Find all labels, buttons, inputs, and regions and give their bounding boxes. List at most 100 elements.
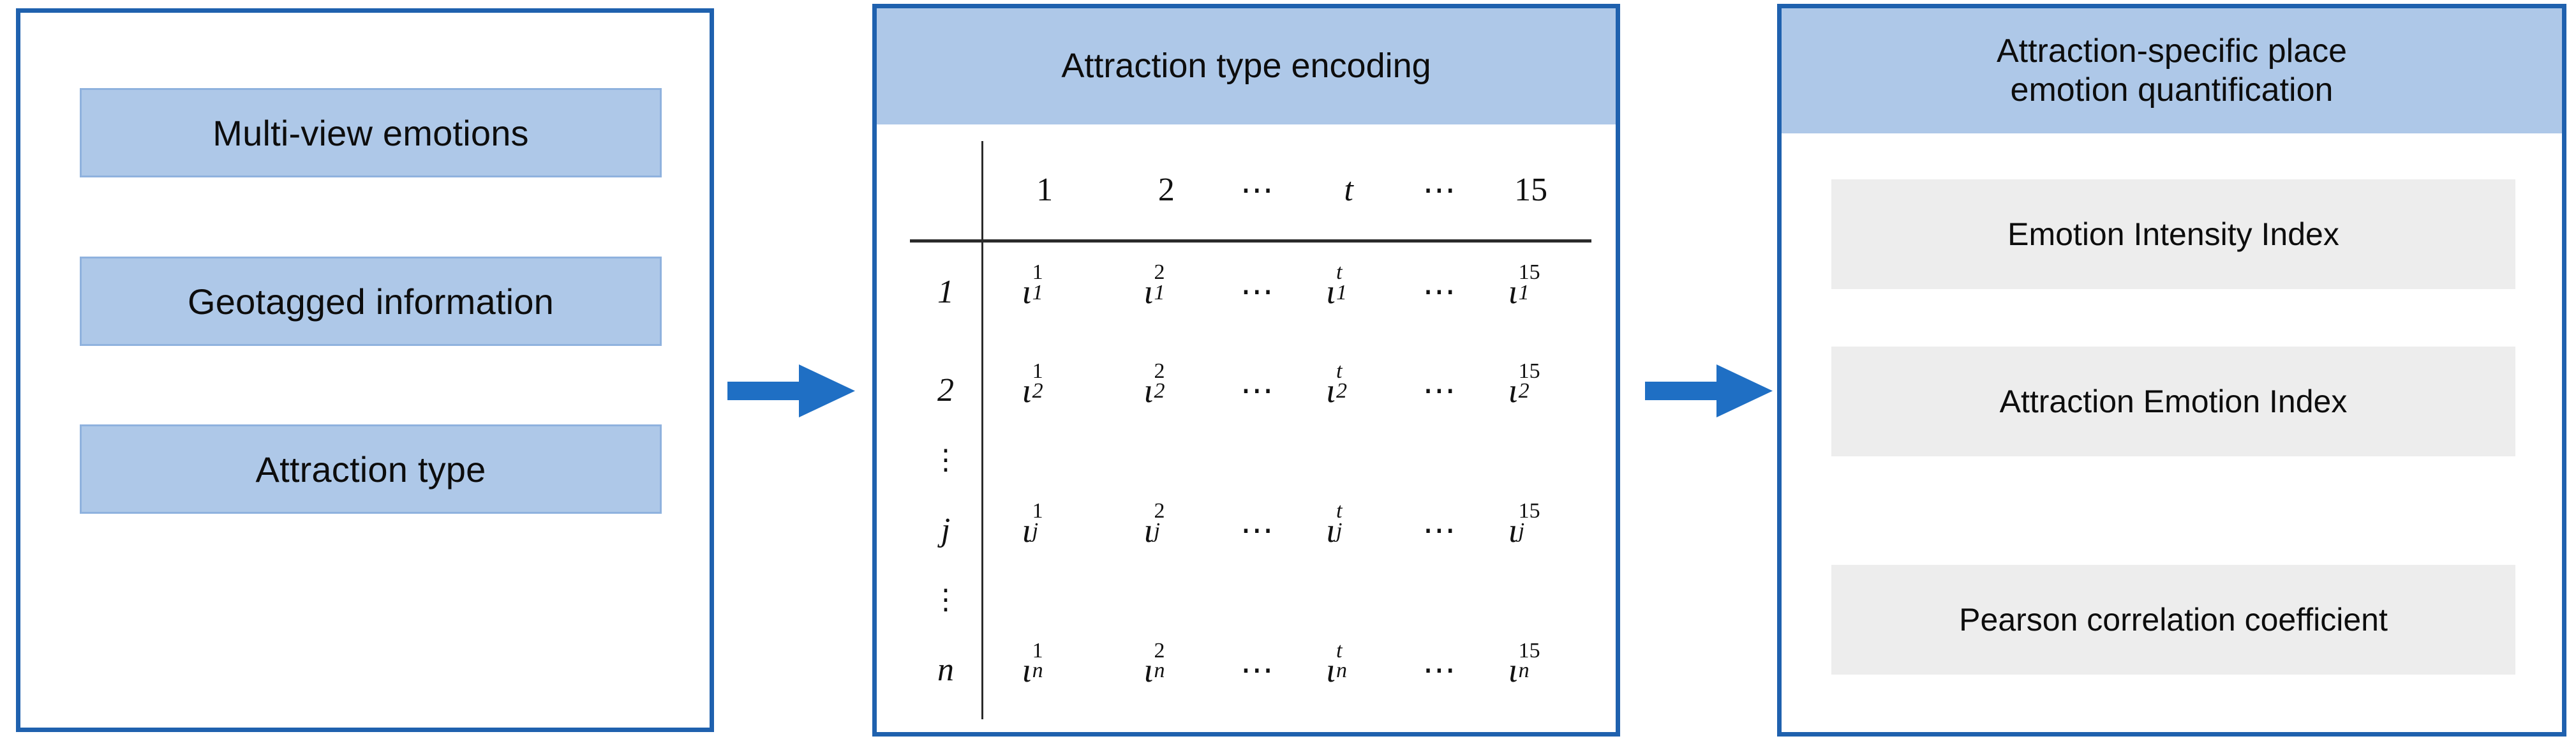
matrix-cell-subscript: 2 <box>1336 379 1348 403</box>
matrix-cell-superscript: 2 <box>1154 499 1165 523</box>
matrix-horizontal-rule <box>982 239 1591 244</box>
matrix-cell-subscript: j <box>1518 519 1525 543</box>
matrix-cell-superscript: 1 <box>1032 499 1043 523</box>
matrix-row-label-j: j <box>910 481 983 580</box>
matrix-cell-empty <box>1106 440 1227 481</box>
matrix-cell-base: ι <box>1022 650 1032 689</box>
matrix-col-header-ellipsis-2: ⋯ <box>1422 172 1457 209</box>
vertical-ellipsis-icon: ⋮ <box>932 583 960 615</box>
matrix-rule-corner <box>910 239 983 244</box>
emotion-quantification-panel: Attraction-specific place emotion quanti… <box>1777 4 2566 737</box>
matrix-cell-subscript: j <box>1032 519 1039 543</box>
matrix-corner-cell <box>910 141 983 241</box>
matrix-cell-base: ι <box>1022 511 1032 550</box>
right-panel-title-line-2: emotion quantification <box>2010 71 2334 108</box>
matrix-row-label-1: 1 <box>910 242 983 341</box>
matrix-cell-ellipsis: ⋯ <box>1422 652 1457 689</box>
input-box-geotagged-information[interactable]: Geotagged information <box>80 257 662 346</box>
input-box-attraction-type[interactable]: Attraction type <box>80 424 662 514</box>
matrix-cell-subscript: n <box>1154 659 1165 683</box>
input-box-label: Multi-view emotions <box>212 112 529 153</box>
matrix-cell-base: ι <box>1143 273 1154 311</box>
matrix-cell-base: ι <box>1508 273 1518 311</box>
matrix-cell-superscript: 2 <box>1154 359 1165 384</box>
matrix-cell-ellipsis: ⋯ <box>1422 372 1457 409</box>
matrix-cell-empty <box>1227 440 1288 481</box>
matrix-cell-base: ι <box>1022 273 1032 311</box>
matrix-cell-subscript: j <box>1336 519 1343 543</box>
matrix-cell-base: ι <box>1508 511 1518 550</box>
matrix-cell-superscript: t <box>1336 260 1343 285</box>
matrix-cell-ellipsis: ⋯ <box>1240 652 1275 689</box>
matrix-cell-superscript: 15 <box>1518 499 1540 523</box>
right-panel-title-line-1: Attraction-specific place <box>1996 32 2348 70</box>
matrix-cell-empty <box>1470 580 1591 620</box>
matrix-cell-ellipsis: ⋯ <box>1240 512 1275 549</box>
matrix-cell-subscript: 1 <box>1154 280 1165 304</box>
matrix-cell-empty <box>1470 440 1591 481</box>
output-box-attraction-emotion-index[interactable]: Attraction Emotion Index <box>1831 347 2515 456</box>
matrix-cell-ellipsis: ⋯ <box>1240 274 1275 311</box>
arrow-right-icon-middle-to-right <box>1645 361 1773 421</box>
matrix-cell-superscript: 15 <box>1518 638 1540 662</box>
matrix-cell-base: ι <box>1143 650 1154 689</box>
matrix-cell-empty <box>983 580 1106 620</box>
matrix-cell-base: ι <box>1326 650 1336 689</box>
matrix-cell-subscript: 2 <box>1154 379 1165 403</box>
matrix-cell-base: ι <box>1326 511 1336 550</box>
matrix-col-header-2: 2 <box>1158 172 1175 209</box>
matrix-cell-base: ι <box>1326 371 1336 410</box>
matrix-cell-ellipsis: ⋯ <box>1240 372 1275 409</box>
matrix-cell-base: ι <box>1022 371 1032 410</box>
matrix-cell-base: ι <box>1508 371 1518 410</box>
matrix-cell-superscript: 1 <box>1032 359 1043 384</box>
vertical-ellipsis-icon: ⋮ <box>932 444 960 475</box>
arrow-right-icon-left-to-middle <box>727 361 855 421</box>
matrix-col-header-15: 15 <box>1514 172 1548 209</box>
matrix-cell-superscript: t <box>1336 359 1343 384</box>
matrix-row-label-2: 2 <box>910 341 983 440</box>
matrix-col-header-1: 1 <box>1036 172 1053 209</box>
matrix-cell-superscript: t <box>1336 638 1343 662</box>
matrix-col-header-t: t <box>1344 172 1353 209</box>
matrix-col-header-ellipsis-1: ⋯ <box>1240 172 1275 209</box>
matrix-cell-superscript: 15 <box>1518 359 1540 384</box>
matrix-cell-base: ι <box>1508 650 1518 689</box>
matrix-cell-subscript: 1 <box>1336 280 1348 304</box>
matrix-row-label-n: n <box>910 620 983 719</box>
matrix-cell-superscript: 15 <box>1518 260 1540 285</box>
matrix-cell-subscript: 1 <box>1518 280 1530 304</box>
input-data-panel: Multi-view emotions Geotagged informatio… <box>16 8 714 732</box>
output-box-pearson-correlation-coefficient[interactable]: Pearson correlation coefficient <box>1831 565 2515 675</box>
matrix-header-rule-row <box>910 239 1591 244</box>
matrix-cell-empty <box>1106 580 1227 620</box>
matrix-cell-ellipsis: ⋯ <box>1422 274 1457 311</box>
input-box-multi-view-emotions[interactable]: Multi-view emotions <box>80 88 662 177</box>
matrix-cell-subscript: 2 <box>1518 379 1530 403</box>
matrix-cell-subscript: n <box>1518 659 1530 683</box>
matrix-cell-subscript: 1 <box>1032 280 1043 304</box>
matrix-cell-superscript: 1 <box>1032 260 1043 285</box>
output-box-emotion-intensity-index[interactable]: Emotion Intensity Index <box>1831 179 2515 289</box>
matrix-cell-subscript: j <box>1154 519 1160 543</box>
matrix-cell-subscript: 2 <box>1032 379 1043 403</box>
middle-panel-title: Attraction type encoding <box>1061 47 1431 86</box>
matrix-cell-empty <box>1288 440 1410 481</box>
matrix-header-row: 1 2 ⋯ t ⋯ 15 <box>910 141 1591 241</box>
matrix-cell-base: ι <box>1143 371 1154 410</box>
